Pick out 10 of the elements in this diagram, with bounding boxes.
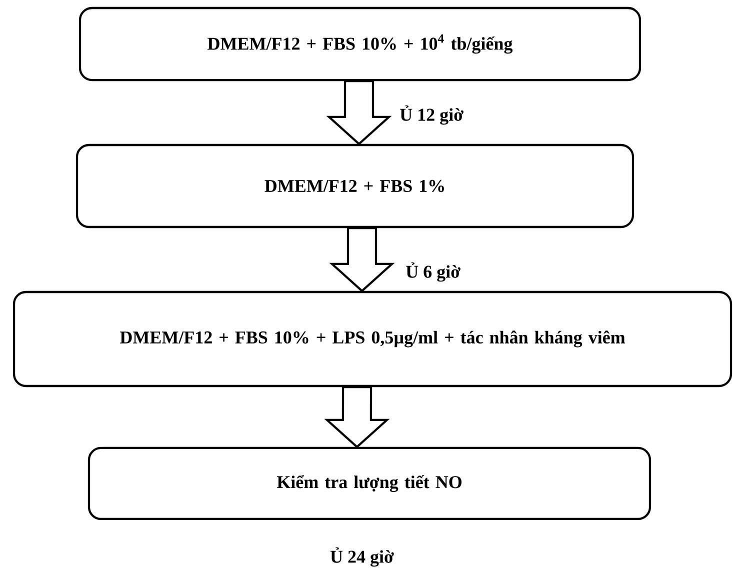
process-box: DMEM/F12 + FBS 10% + LPS 0,5µg/ml + tác nhân kháng viêm [12,290,732,388]
duration-label: Ủ 24 giờ [330,547,394,567]
edge-label: Ủ 12 giờ [400,105,464,125]
block-arrow [324,386,390,448]
edge-label: Ủ 6 giờ [406,262,460,282]
block-arrow [329,227,395,292]
process-box: Kiểm tra lượng tiết NO [88,446,652,520]
block-arrow [326,80,392,146]
process-box: DMEM/F12 + FBS 1% [76,144,634,228]
process-box: DMEM/F12 + FBS 10% + 10$^{4}$ tb/giếng [78,6,642,82]
